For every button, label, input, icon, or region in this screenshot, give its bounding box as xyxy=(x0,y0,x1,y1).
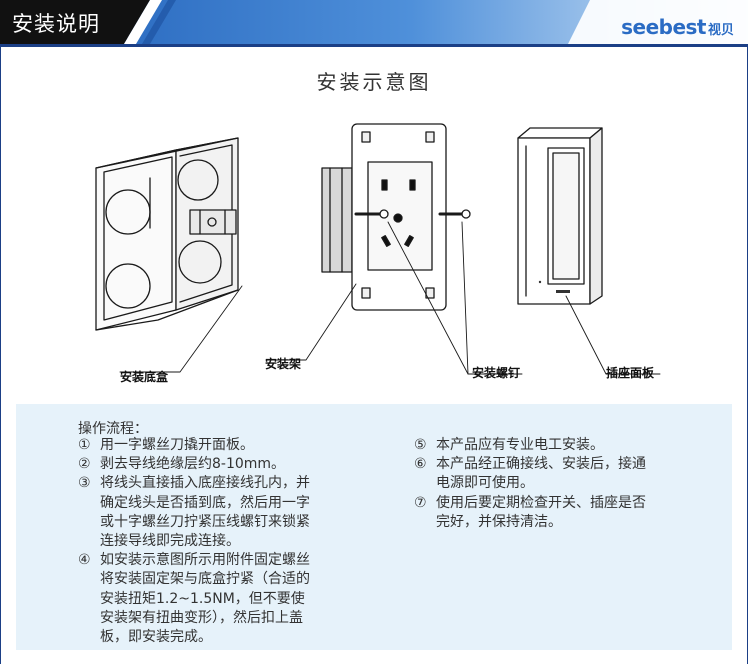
label-mounting-screw: 安装螺钉 xyxy=(472,366,521,380)
label-mounting-frame: 安装架 xyxy=(265,357,302,371)
step-text-line: 电源即可使用。 xyxy=(436,475,534,492)
header-banner: 安装说明 seebest 视贝 xyxy=(0,0,748,49)
step-text: 本产品应有专业电工安装。 xyxy=(436,436,704,455)
instruction-step: ⑤ 本产品应有专业电工安装。 xyxy=(414,436,704,455)
step-text: 用一字螺丝刀撬开面板。 xyxy=(100,436,378,455)
frame-left-border xyxy=(0,46,1,664)
step-text-line: 用一字螺丝刀撬开面板。 xyxy=(100,437,254,453)
instructions-heading: 操作流程： xyxy=(78,421,148,437)
step-number: ① xyxy=(78,437,91,453)
step-number: ⑦ xyxy=(414,494,427,511)
instructions-right-column: ⑤ 本产品应有专业电工安装。 ⑥ 本产品经正确接线、安装后，接通电源即可使用。 ⑦ 使用后… xyxy=(414,436,704,532)
step-number: ⑤ xyxy=(414,437,427,453)
step-text: 本产品经正确接线、安装后，接通电源即可使用。 xyxy=(436,455,704,493)
brand-cn-name: 视贝 xyxy=(707,23,734,38)
step-text: 如安装示意图所示用附件固定螺丝将安装固定架与底盒拧紧（合适的安装扭矩1.2~1.… xyxy=(100,551,378,647)
step-text-line: 板，即安装完成。 xyxy=(100,629,212,646)
step-text-line: 使用后要定期检查开关、插座是否 xyxy=(436,494,646,511)
step-text-line: 安装扭矩1.2~1.5NM，但不要使 xyxy=(100,590,305,607)
step-number: ③ xyxy=(78,475,91,492)
step-text: 将线头直接插入底座接线孔内，并确定线头是否插到底，然后用一字或十字螺丝刀拧紧压线… xyxy=(100,474,378,551)
installation-diagram xyxy=(95,123,661,375)
instruction-step: ③ 将线头直接插入底座接线孔内，并确定线头是否插到底，然后用一字或十字螺丝刀拧紧压… xyxy=(78,474,378,551)
step-text-line: 连接导线即完成连接。 xyxy=(100,533,240,550)
step-text-line: 安装架有扭曲变形），然后扣上盖 xyxy=(100,609,303,626)
brand-logo: seebest 视贝 xyxy=(621,15,734,39)
instruction-step: ⑥ 本产品经正确接线、安装后，接通电源即可使用。 xyxy=(414,455,704,493)
step-text: 使用后要定期检查开关、插座是否完好，并保持清洁。 xyxy=(436,494,704,532)
label-socket-panel: 插座面板 xyxy=(606,366,655,380)
diagram-title: 安装示意图 xyxy=(316,70,432,94)
step-text-line: 完好，并保持清洁。 xyxy=(436,513,562,530)
instruction-step: ④ 如安装示意图所示用附件固定螺丝将安装固定架与底盒拧紧（合适的安装扭矩1.2~1… xyxy=(78,551,378,647)
instruction-step: ① 用一字螺丝刀撬开面板。 xyxy=(78,436,378,455)
step-text-line: 本产品应有专业电工安装。 xyxy=(436,437,604,453)
instruction-step: ⑦ 使用后要定期检查开关、插座是否完好，并保持清洁。 xyxy=(414,494,704,532)
step-text-line: 如安装示意图所示用附件固定螺丝 xyxy=(100,552,310,569)
step-number: ⑥ xyxy=(414,456,427,473)
step-text-line: 将安装固定架与底盒拧紧（合适的 xyxy=(100,571,310,588)
cover-panel-illustration xyxy=(517,127,603,305)
step-number: ④ xyxy=(78,552,91,569)
step-text: 剥去导线绝缘层约8-10mm。 xyxy=(100,455,378,474)
step-text-line: 剥去导线绝缘层约8-10mm。 xyxy=(100,456,286,473)
instructions-left-column: ① 用一字螺丝刀撬开面板。 ② 剥去导线绝缘层约8-10mm。 ③ 将线头直接插入底座接线… xyxy=(78,436,378,647)
step-number: ② xyxy=(78,456,91,473)
instructions-panel xyxy=(16,404,732,650)
bottom-box-illustration xyxy=(95,137,239,331)
step-text-line: 将线头直接插入底座接线孔内，并 xyxy=(100,475,310,492)
label-bottom-box: 安装底盒 xyxy=(120,370,169,384)
instruction-step: ② 剥去导线绝缘层约8-10mm。 xyxy=(78,455,378,474)
step-text-line: 本产品经正确接线、安装后，接通 xyxy=(436,456,646,473)
step-text-line: 或十字螺丝刀拧紧压线螺钉来锁紧 xyxy=(100,513,310,530)
brand-name: seebest xyxy=(621,15,706,39)
frame-and-socket-illustration xyxy=(321,123,471,311)
step-text-line: 确定线头是否插到底，然后用一字 xyxy=(100,494,310,511)
page-title: 安装说明 xyxy=(12,12,100,36)
header-background xyxy=(0,0,748,47)
callout-leader-lines xyxy=(119,221,661,375)
